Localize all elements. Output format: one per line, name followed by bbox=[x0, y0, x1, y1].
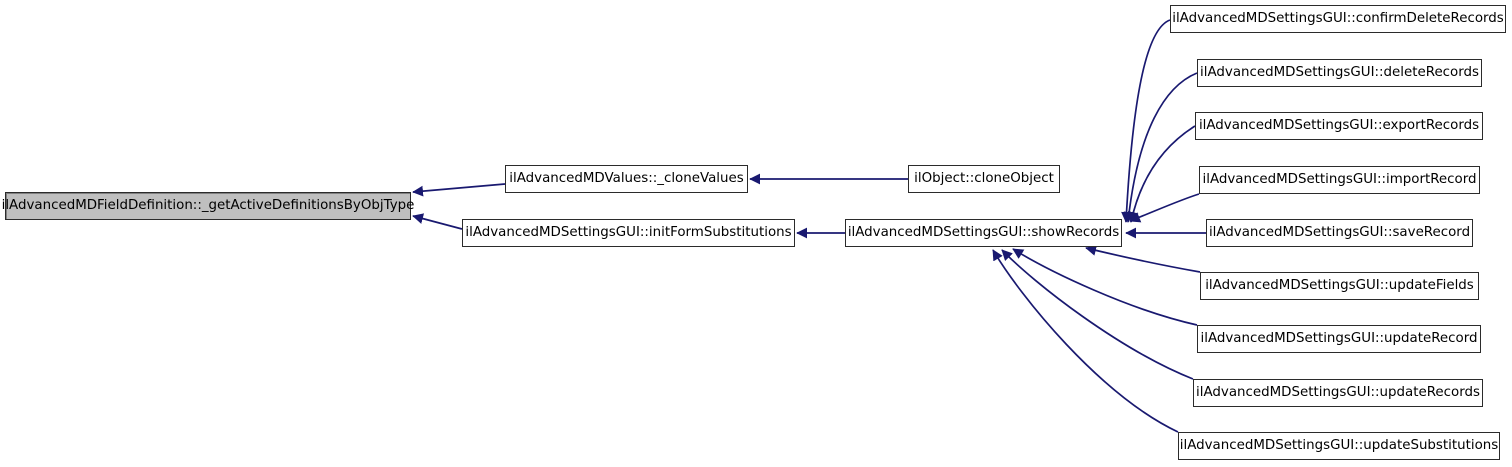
node-updaterecords[interactable]: ilAdvancedMDSettingsGUI::updateRecords bbox=[1193, 379, 1483, 407]
node-saverecord[interactable]: ilAdvancedMDSettingsGUI::saveRecord bbox=[1206, 219, 1473, 247]
node-label: ilAdvancedMDSettingsGUI::confirmDeleteRe… bbox=[1172, 11, 1504, 27]
node-updatesubstitutions[interactable]: ilAdvancedMDSettingsGUI::updateSubstitut… bbox=[1178, 432, 1500, 460]
edge-importrecord-to-showrecords bbox=[1129, 193, 1200, 223]
node-label: ilAdvancedMDSettingsGUI::exportRecords bbox=[1198, 118, 1480, 134]
node-importrecord[interactable]: ilAdvancedMDSettingsGUI::importRecord bbox=[1199, 166, 1480, 194]
node-label: ilAdvancedMDSettingsGUI::updateSubstitut… bbox=[1179, 438, 1499, 454]
node-label: ilAdvancedMDSettingsGUI::initFormSubstit… bbox=[465, 225, 792, 241]
edge-updaterecords-to-showrecords bbox=[1001, 249, 1194, 380]
node-label: ilAdvancedMDSettingsGUI::importRecord bbox=[1202, 172, 1477, 188]
node-label: ilAdvancedMDSettingsGUI::showRecords bbox=[847, 225, 1120, 241]
node-updatefields[interactable]: ilAdvancedMDSettingsGUI::updateFields bbox=[1200, 272, 1479, 300]
node-label: ilObject::cloneObject bbox=[914, 171, 1054, 187]
node-label: ilAdvancedMDSettingsGUI::updateRecords bbox=[1196, 385, 1480, 401]
node-getactivedefinitionsbyobjtype[interactable]: ilAdvancedMDFieldDefinition::_getActiveD… bbox=[2, 192, 414, 220]
edge-initformsubstitutions-to-getactivedefinitions bbox=[412, 213, 463, 230]
edge-exportrecords-to-showrecords bbox=[1127, 125, 1196, 223]
edge-updaterecord-to-showrecords bbox=[1012, 248, 1198, 326]
node-exportrecords[interactable]: ilAdvancedMDSettingsGUI::exportRecords bbox=[1195, 112, 1483, 140]
node-updaterecord[interactable]: ilAdvancedMDSettingsGUI::updateRecord bbox=[1197, 325, 1481, 353]
edge-clonevalues-to-getactivedefinitions bbox=[412, 183, 506, 197]
node-showrecords[interactable]: ilAdvancedMDSettingsGUI::showRecords bbox=[845, 219, 1122, 247]
node-label: ilAdvancedMDSettingsGUI::deleteRecords bbox=[1200, 65, 1479, 81]
node-cloneobject[interactable]: ilObject::cloneObject bbox=[908, 165, 1060, 193]
node-deleterecords[interactable]: ilAdvancedMDSettingsGUI::deleteRecords bbox=[1197, 59, 1482, 87]
node-initformsubstitutions[interactable]: ilAdvancedMDSettingsGUI::initFormSubstit… bbox=[462, 219, 795, 247]
edge-confirmdeleterecords-to-showrecords bbox=[1121, 19, 1171, 223]
node-label: ilAdvancedMDValues::_cloneValues bbox=[509, 171, 744, 187]
node-confirmdeleterecords[interactable]: ilAdvancedMDSettingsGUI::confirmDeleteRe… bbox=[1170, 5, 1506, 33]
edge-deleterecords-to-showrecords bbox=[1123, 72, 1198, 223]
node-label: ilAdvancedMDFieldDefinition::_getActiveD… bbox=[1, 198, 415, 214]
node-label: ilAdvancedMDSettingsGUI::updateFields bbox=[1205, 278, 1474, 294]
edge-updatefields-to-showrecords bbox=[1085, 245, 1201, 273]
edge-updatesubstitutions-to-showrecords bbox=[992, 249, 1179, 433]
node-clonevalues[interactable]: ilAdvancedMDValues::_cloneValues bbox=[505, 165, 748, 193]
node-label: ilAdvancedMDSettingsGUI::saveRecord bbox=[1208, 225, 1471, 241]
node-label: ilAdvancedMDSettingsGUI::updateRecord bbox=[1200, 331, 1478, 347]
